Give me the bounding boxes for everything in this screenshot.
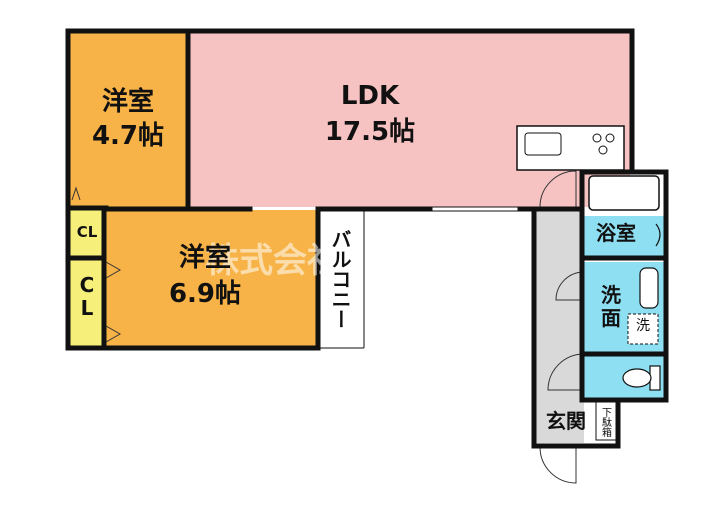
western-room-1-size: 4.7帖 [91, 121, 165, 151]
washroom-label: 洗 面 [601, 283, 621, 330]
bath-faucet-icon [655, 223, 661, 247]
ldk-name: LDK [340, 81, 400, 111]
bathtub-icon [588, 175, 660, 211]
ldk-area [186, 33, 630, 207]
ldk-size: 17.5帖 [324, 117, 416, 147]
walls [65, 28, 669, 449]
entrance-label: 玄関 [546, 409, 586, 433]
closet-2-area [70, 260, 104, 346]
washer-space-label: 洗 [636, 318, 650, 334]
western-room-2-size: 6.9帖 [168, 279, 242, 309]
closet-1-label: CL [76, 223, 98, 241]
western-room-1-area [70, 33, 186, 207]
toilet-icon [622, 365, 661, 391]
bathroom-area [584, 216, 664, 258]
western-room-2-name: 洋室 [178, 243, 231, 273]
hallway-area [536, 207, 584, 443]
watermark: 株式会社 [205, 241, 341, 281]
closet-2-label: C L [79, 273, 95, 320]
western-room-1-name: 洋室 [101, 87, 154, 117]
balcony-label: バルコニー [328, 229, 352, 329]
closet-1-area [70, 210, 104, 256]
western-room-2-area [106, 210, 316, 346]
sink-icon [524, 132, 562, 156]
washbasin-icon [639, 267, 659, 309]
closet-door-markers [105, 261, 122, 343]
washer-space-box [627, 313, 659, 345]
balcony-area [316, 210, 364, 346]
windows [65, 70, 520, 349]
shoe-box-label: 下駄箱 [599, 407, 611, 437]
stove-icon [592, 133, 615, 155]
bathroom-label: 浴室 [596, 221, 636, 245]
